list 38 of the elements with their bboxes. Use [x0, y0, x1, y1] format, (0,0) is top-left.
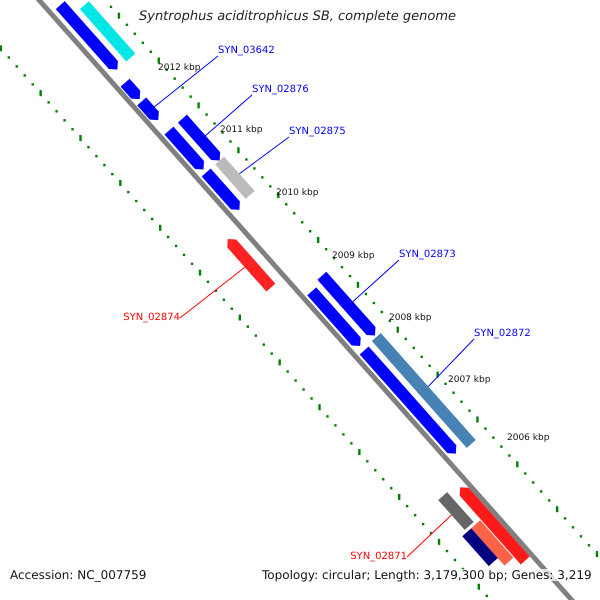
leader-line — [406, 514, 452, 558]
gene-feature — [164, 126, 204, 170]
footer-text: Accession: NC_007759 — [10, 569, 146, 581]
leader-line — [180, 266, 246, 318]
gene-feature — [178, 114, 220, 161]
gene-feature — [372, 333, 476, 448]
gene-label: SYN_03642 — [218, 46, 275, 56]
position-tick-label: 2006 kbp — [507, 434, 550, 443]
gene-label: SYN_02872 — [474, 329, 531, 339]
position-tick-label: 2007 kbp — [448, 376, 490, 385]
gene-feature — [460, 487, 530, 564]
position-tick-label: 2009 kbp — [332, 252, 374, 261]
position-tick-label: 2011 kbp — [220, 126, 262, 135]
leader-line — [238, 136, 290, 174]
leader-line — [154, 56, 218, 108]
gene-feature — [438, 492, 474, 530]
gene-label: SYN_02871 — [350, 552, 407, 562]
gene-label: SYN_02874 — [123, 313, 180, 323]
gene-label: SYN_02873 — [399, 250, 456, 260]
position-tick-label: 2008 kbp — [389, 314, 432, 323]
gene-feature — [56, 1, 118, 70]
gene-feature — [80, 1, 136, 62]
footer-text: Topology: circular; Length: 3,179,300 bp; Genes: 3,219 — [262, 569, 592, 581]
gene-label: SYN_02876 — [252, 85, 309, 95]
gene-feature — [307, 287, 361, 346]
gene-feature — [471, 520, 514, 566]
gene-feature — [215, 156, 255, 199]
gene-feature — [227, 238, 276, 292]
gene-feature — [202, 168, 240, 210]
leader-line — [205, 94, 252, 136]
gene-feature — [137, 97, 159, 120]
gene-feature — [120, 78, 140, 100]
gene-feature — [317, 272, 376, 336]
position-tick-label: 2010 kbp — [276, 189, 318, 198]
gene-label: SYN_02875 — [289, 127, 346, 137]
position-tick-label: 2012 kbp — [158, 64, 200, 73]
title: Syntrophus aciditrophicus SB, complete genome — [139, 10, 456, 23]
gene-feature — [462, 528, 498, 566]
